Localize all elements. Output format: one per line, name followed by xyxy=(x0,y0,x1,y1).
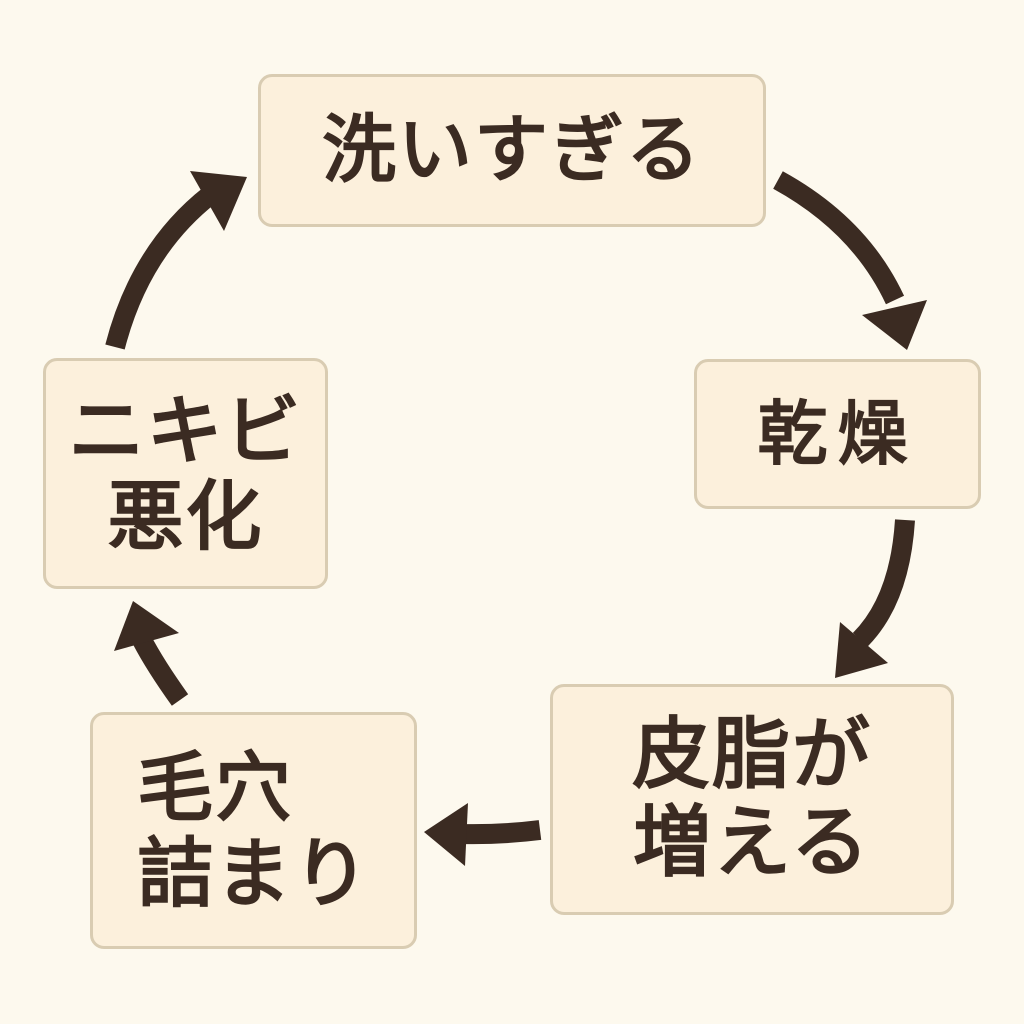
arrow-head xyxy=(424,803,468,866)
arrow-shaft xyxy=(133,635,189,706)
node-label: 乾燥 xyxy=(757,392,918,475)
arrow-shaft xyxy=(852,519,915,648)
node-sebum-increase: 皮脂が 増える xyxy=(550,684,954,915)
node-label: 洗いすぎる xyxy=(322,107,702,194)
node-label-line2: 詰まり xyxy=(137,828,371,918)
arrow-sebum-to-pores xyxy=(424,803,542,866)
arrow-dryness-to-sebum xyxy=(835,519,915,678)
node-label-line1: ニキビ xyxy=(68,386,303,476)
node-label-line1: 皮脂が xyxy=(631,710,872,801)
node-label-line2: 増える xyxy=(633,797,871,888)
node-over-washing: 洗いすぎる xyxy=(258,74,766,227)
node-acne-worsens: ニキビ 悪化 xyxy=(43,358,328,589)
node-label-line1: 毛穴 xyxy=(137,743,293,833)
arrow-over-washing-to-dryness xyxy=(773,171,927,350)
arrow-head xyxy=(862,300,927,350)
node-clogged-pores: 毛穴 詰まり xyxy=(90,712,417,949)
arrow-pores-to-acne xyxy=(114,601,189,706)
arrow-head xyxy=(190,171,247,231)
node-dryness: 乾燥 xyxy=(694,359,981,509)
arrow-shaft xyxy=(459,820,542,845)
arrow-shaft xyxy=(773,171,905,305)
arrow-shaft xyxy=(105,187,217,350)
arrow-acne-to-over-washing xyxy=(105,171,247,350)
node-label-line2: 悪化 xyxy=(107,471,264,561)
arrow-head xyxy=(114,601,179,651)
arrow-head xyxy=(835,622,888,678)
